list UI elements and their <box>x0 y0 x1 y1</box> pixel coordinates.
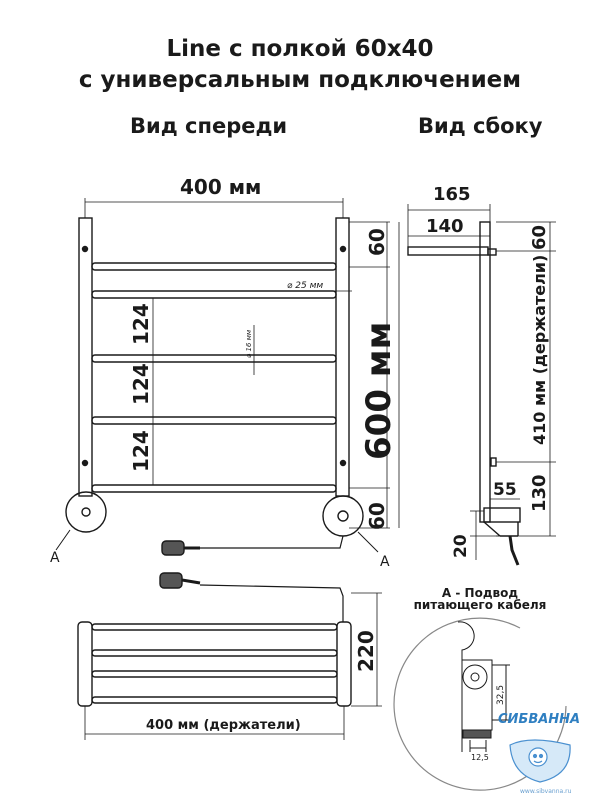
side-dimensions <box>407 204 556 560</box>
dim-spacing-3: 124 <box>129 430 153 472</box>
mount-dot <box>81 459 89 467</box>
dim-connector-height: 20 <box>451 534 471 558</box>
dim-connector-depth: 55 <box>493 480 517 500</box>
front-dimensions <box>84 198 400 529</box>
bar-diameter-label: ⌀ 16 мм <box>245 329 253 358</box>
detail-body <box>461 659 493 731</box>
side-shelf <box>407 246 489 256</box>
dim-height: 600 мм <box>359 322 399 460</box>
dim-bottom-offset: 60 <box>365 502 389 530</box>
side-holder-low <box>490 457 497 467</box>
shelf-view <box>77 572 352 707</box>
shelf-holder-left <box>77 621 93 707</box>
bar-4 <box>91 416 337 425</box>
mount-dot <box>339 459 347 467</box>
side-view <box>407 221 521 566</box>
brand-site[interactable]: www.sibvanna.ru <box>520 788 572 795</box>
front-view-label: Вид спереди <box>130 114 288 138</box>
detail-dim-width: 12,5 <box>471 753 489 762</box>
dim-spacing-2: 124 <box>129 363 153 405</box>
brand-name: СИБВАННА <box>498 712 581 727</box>
shelf-bar-1 <box>91 623 338 631</box>
side-connector <box>483 507 521 523</box>
detail-connector-core <box>470 672 480 682</box>
dim-top-offset: 60 <box>365 228 389 256</box>
mount-dot <box>81 245 89 253</box>
side-holder <box>487 248 497 256</box>
dim-side-bottom: 130 <box>529 474 550 512</box>
cable <box>200 535 344 549</box>
pipe-diameter-label: ⌀ 25 мм <box>287 281 323 291</box>
bar-5 <box>91 484 337 493</box>
detail-dim-height: 32,5 <box>496 685 506 705</box>
bar-1 <box>91 262 337 271</box>
dim-spacing-1: 124 <box>129 303 153 345</box>
detail-circle-right <box>322 495 364 537</box>
front-view <box>55 217 379 556</box>
right-post <box>335 217 350 497</box>
dim-width: 400 мм <box>180 175 261 199</box>
shelf-bar-4 <box>91 696 338 704</box>
bar-2 <box>91 290 337 299</box>
detail-connector <box>462 664 488 690</box>
brand-logo-icon <box>509 739 571 783</box>
plug-icon-2 <box>159 572 183 589</box>
dim-shelf-height: 220 <box>354 630 378 672</box>
detail-title-2: питающего кабеля <box>414 598 547 612</box>
callout-a-right: А <box>380 554 390 570</box>
callout-a-left: А <box>50 550 60 566</box>
title-line-1: Line с полкой 60x40 <box>166 36 434 62</box>
dim-shelf-width: 400 мм (держатели) <box>146 718 301 733</box>
shelf-holder-right <box>336 621 352 707</box>
dim-depth-total: 165 <box>433 184 471 205</box>
shelf-cable <box>199 584 344 622</box>
dim-side-top: 60 <box>529 225 550 250</box>
side-view-label: Вид сбоку <box>418 114 543 138</box>
connector-left <box>81 507 91 517</box>
connector-right <box>337 510 349 522</box>
detail-a <box>393 617 567 791</box>
dim-holders: 410 мм (держатели) <box>530 255 549 445</box>
side-cable <box>508 535 520 566</box>
detail-title-1: А - Подвод <box>442 586 518 600</box>
title-line-2: с универсальным подключением <box>78 67 522 93</box>
shelf-dimensions <box>84 592 382 740</box>
left-post <box>78 217 93 497</box>
shelf-bar-2 <box>91 649 338 657</box>
shelf-bar-3 <box>91 670 338 678</box>
dim-depth-shelf: 140 <box>426 216 464 237</box>
detail-circle-left <box>65 491 107 533</box>
mount-dot <box>339 245 347 253</box>
bar-3 <box>91 354 337 363</box>
plug-icon <box>161 540 185 556</box>
side-post <box>479 221 491 523</box>
